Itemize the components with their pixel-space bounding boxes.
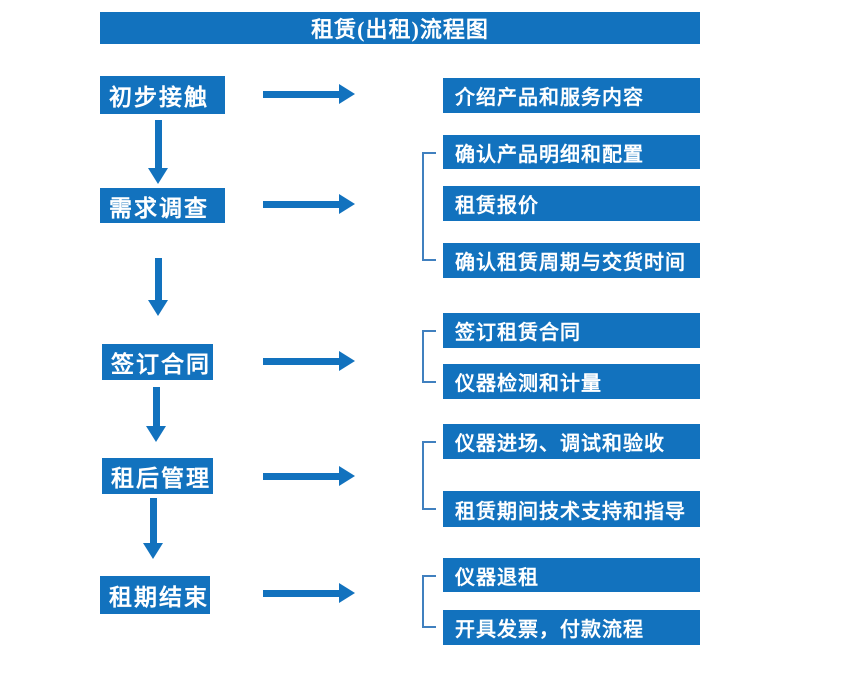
bracket-connector-lease-end (422, 575, 436, 628)
output-box-invoice-payment: 开具发票，付款流程 (443, 610, 700, 645)
down-arrow-connector-2 (148, 258, 168, 316)
right-arrow-connector-1 (263, 84, 355, 104)
output-box-instrument-setup-acceptance: 仪器进场、调试和验收 (443, 424, 700, 459)
output-box-sign-rental-contract: 签订租赁合同 (443, 313, 700, 348)
step-box-demand-survey: 需求调查 (100, 188, 225, 223)
down-arrow-connector-4 (143, 498, 163, 559)
output-box-confirm-period-delivery: 确认租赁周期与交货时间 (443, 243, 700, 278)
output-box-confirm-product-details: 确认产品明细和配置 (443, 135, 700, 169)
output-box-instrument-inspection-measurement: 仪器检测和计量 (443, 364, 700, 399)
right-arrow-connector-5 (263, 583, 355, 603)
bracket-connector-sign-contract (422, 330, 436, 383)
output-box-introduce-products-services: 介绍产品和服务内容 (443, 78, 700, 113)
step-box-lease-end: 租期结束 (100, 576, 210, 614)
right-arrow-connector-3 (263, 351, 355, 371)
down-arrow-connector-1 (148, 120, 168, 184)
right-arrow-connector-2 (263, 194, 355, 214)
bracket-connector-demand-survey (422, 152, 436, 261)
output-box-rental-quotation: 租赁报价 (443, 186, 700, 221)
output-box-rental-tech-support: 租赁期间技术支持和指导 (443, 491, 700, 527)
bracket-connector-post-rental (422, 441, 436, 510)
output-box-instrument-return: 仪器退租 (443, 558, 700, 592)
step-box-sign-contract: 签订合同 (102, 344, 213, 380)
step-box-post-rental-management: 租后管理 (102, 458, 213, 494)
right-arrow-connector-4 (263, 466, 355, 486)
step-box-initial-contact: 初步接触 (100, 76, 225, 114)
down-arrow-connector-3 (146, 387, 166, 442)
diagram-title: 租赁(出租)流程图 (100, 12, 700, 44)
